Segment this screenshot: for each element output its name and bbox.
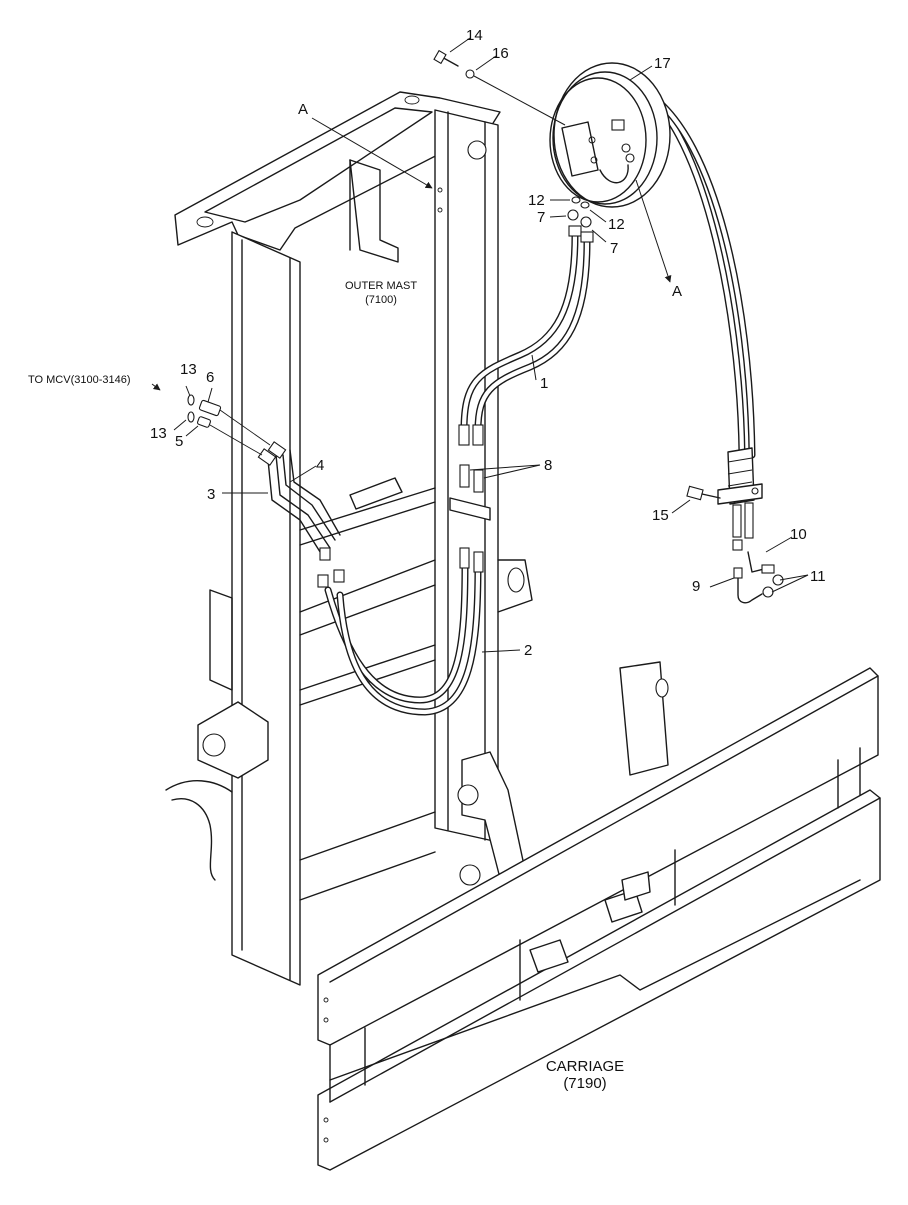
section-a-label-top: A: [298, 101, 308, 118]
callout-3: 3: [207, 486, 215, 503]
callout-7b: 7: [610, 240, 618, 257]
callout-9: 9: [692, 578, 700, 595]
callout-7a: 7: [537, 209, 545, 226]
outer-mast-code: (7100): [365, 294, 397, 306]
callout-1: 1: [540, 375, 548, 392]
callout-16: 16: [492, 45, 509, 62]
carriage-label: CARRIAGE: [546, 1058, 624, 1075]
outer-mast: [165, 91, 533, 986]
section-a-arrow-right: [635, 179, 672, 283]
carriage-code: (7190): [563, 1075, 606, 1092]
callout-12b: 12: [608, 216, 625, 233]
fittings-7-12: [567, 196, 594, 243]
outer-mast-label: OUTER MAST: [345, 280, 417, 292]
callout-13b: 13: [150, 425, 167, 442]
section-a-arrow-top: [311, 117, 433, 189]
section-a-label-right: A: [672, 283, 682, 300]
tubes-3-4: [257, 441, 345, 588]
leader-lines: [151, 37, 809, 653]
carriage-roller-bracket: [457, 661, 669, 886]
callout-8: 8: [544, 457, 552, 474]
callout-4: 4: [316, 457, 324, 474]
carriage: [317, 667, 881, 1171]
hose-reel: [549, 62, 671, 208]
bracket-8: [449, 424, 491, 573]
callout-15: 15: [652, 507, 669, 524]
callout-5: 5: [175, 433, 183, 450]
callout-6: 6: [206, 369, 214, 386]
callout-11: 11: [810, 568, 826, 585]
bolt-14-washer-16: [433, 49, 566, 126]
callout-13a: 13: [180, 361, 197, 378]
callout-14: 14: [466, 27, 483, 44]
clamp-fittings-9-10-11-15: [686, 447, 784, 604]
callout-17: 17: [654, 55, 671, 72]
callout-12a: 12: [528, 192, 545, 209]
fittings-5-6-13: [187, 394, 271, 456]
callout-2: 2: [524, 642, 532, 659]
callout-10: 10: [790, 526, 807, 543]
to-mcv-label: TO MCV(3100-3146): [28, 374, 131, 386]
